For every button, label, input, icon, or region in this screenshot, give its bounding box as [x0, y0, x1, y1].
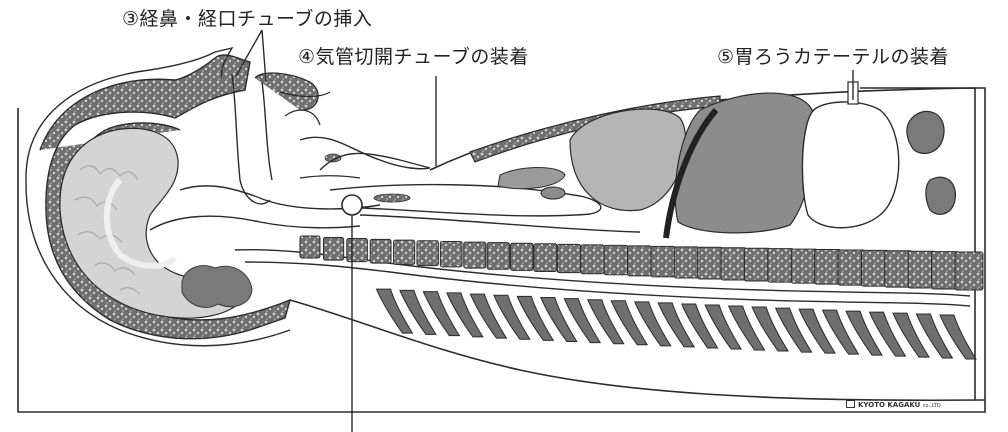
vertebra: [440, 241, 462, 266]
vertebra: [347, 239, 368, 262]
vertebra: [604, 245, 628, 274]
brand-name: KYOTO KAGAKU: [858, 401, 920, 409]
cerebellum: [182, 266, 252, 308]
vertebra: [581, 245, 604, 274]
vertebra: [557, 244, 580, 272]
vertebra: [744, 248, 769, 281]
brand-logo-icon: [846, 400, 855, 408]
vertebra: [768, 249, 794, 282]
vertebra: [534, 244, 557, 272]
vertebra: [300, 236, 320, 258]
vertebra: [323, 238, 343, 261]
vertebra: [511, 243, 534, 270]
vertebra: [698, 247, 723, 279]
vertebra: [628, 246, 652, 276]
vertebra: [861, 250, 888, 286]
vertebra: [417, 241, 438, 266]
vertebra: [370, 239, 391, 263]
vertebra: [838, 250, 865, 285]
ribs: [376, 289, 975, 359]
vertebra: [651, 246, 675, 277]
vertebra: [464, 242, 486, 268]
callout-gastrostomy-catheter: ⑤胃ろうカテーテルの装着: [717, 42, 949, 69]
vertebra: [815, 250, 841, 285]
brand-suffix: co.,LTD: [923, 403, 941, 409]
vertebra: [955, 252, 983, 290]
vertebra: [394, 240, 415, 264]
organs: [498, 82, 955, 238]
vertebra: [674, 247, 699, 278]
vertebra: [487, 243, 509, 270]
callout-nasal-oral-tube: ③経鼻・経口チューブの挿入: [122, 4, 372, 31]
vertebral-column: [300, 236, 983, 290]
callout-tracheostomy-tube: ④気管切開チューブの装着: [298, 42, 529, 69]
brand-mark: KYOTO KAGAKU co.,LTD: [846, 400, 941, 409]
vertebra: [791, 249, 817, 283]
vertebra: [721, 248, 746, 280]
